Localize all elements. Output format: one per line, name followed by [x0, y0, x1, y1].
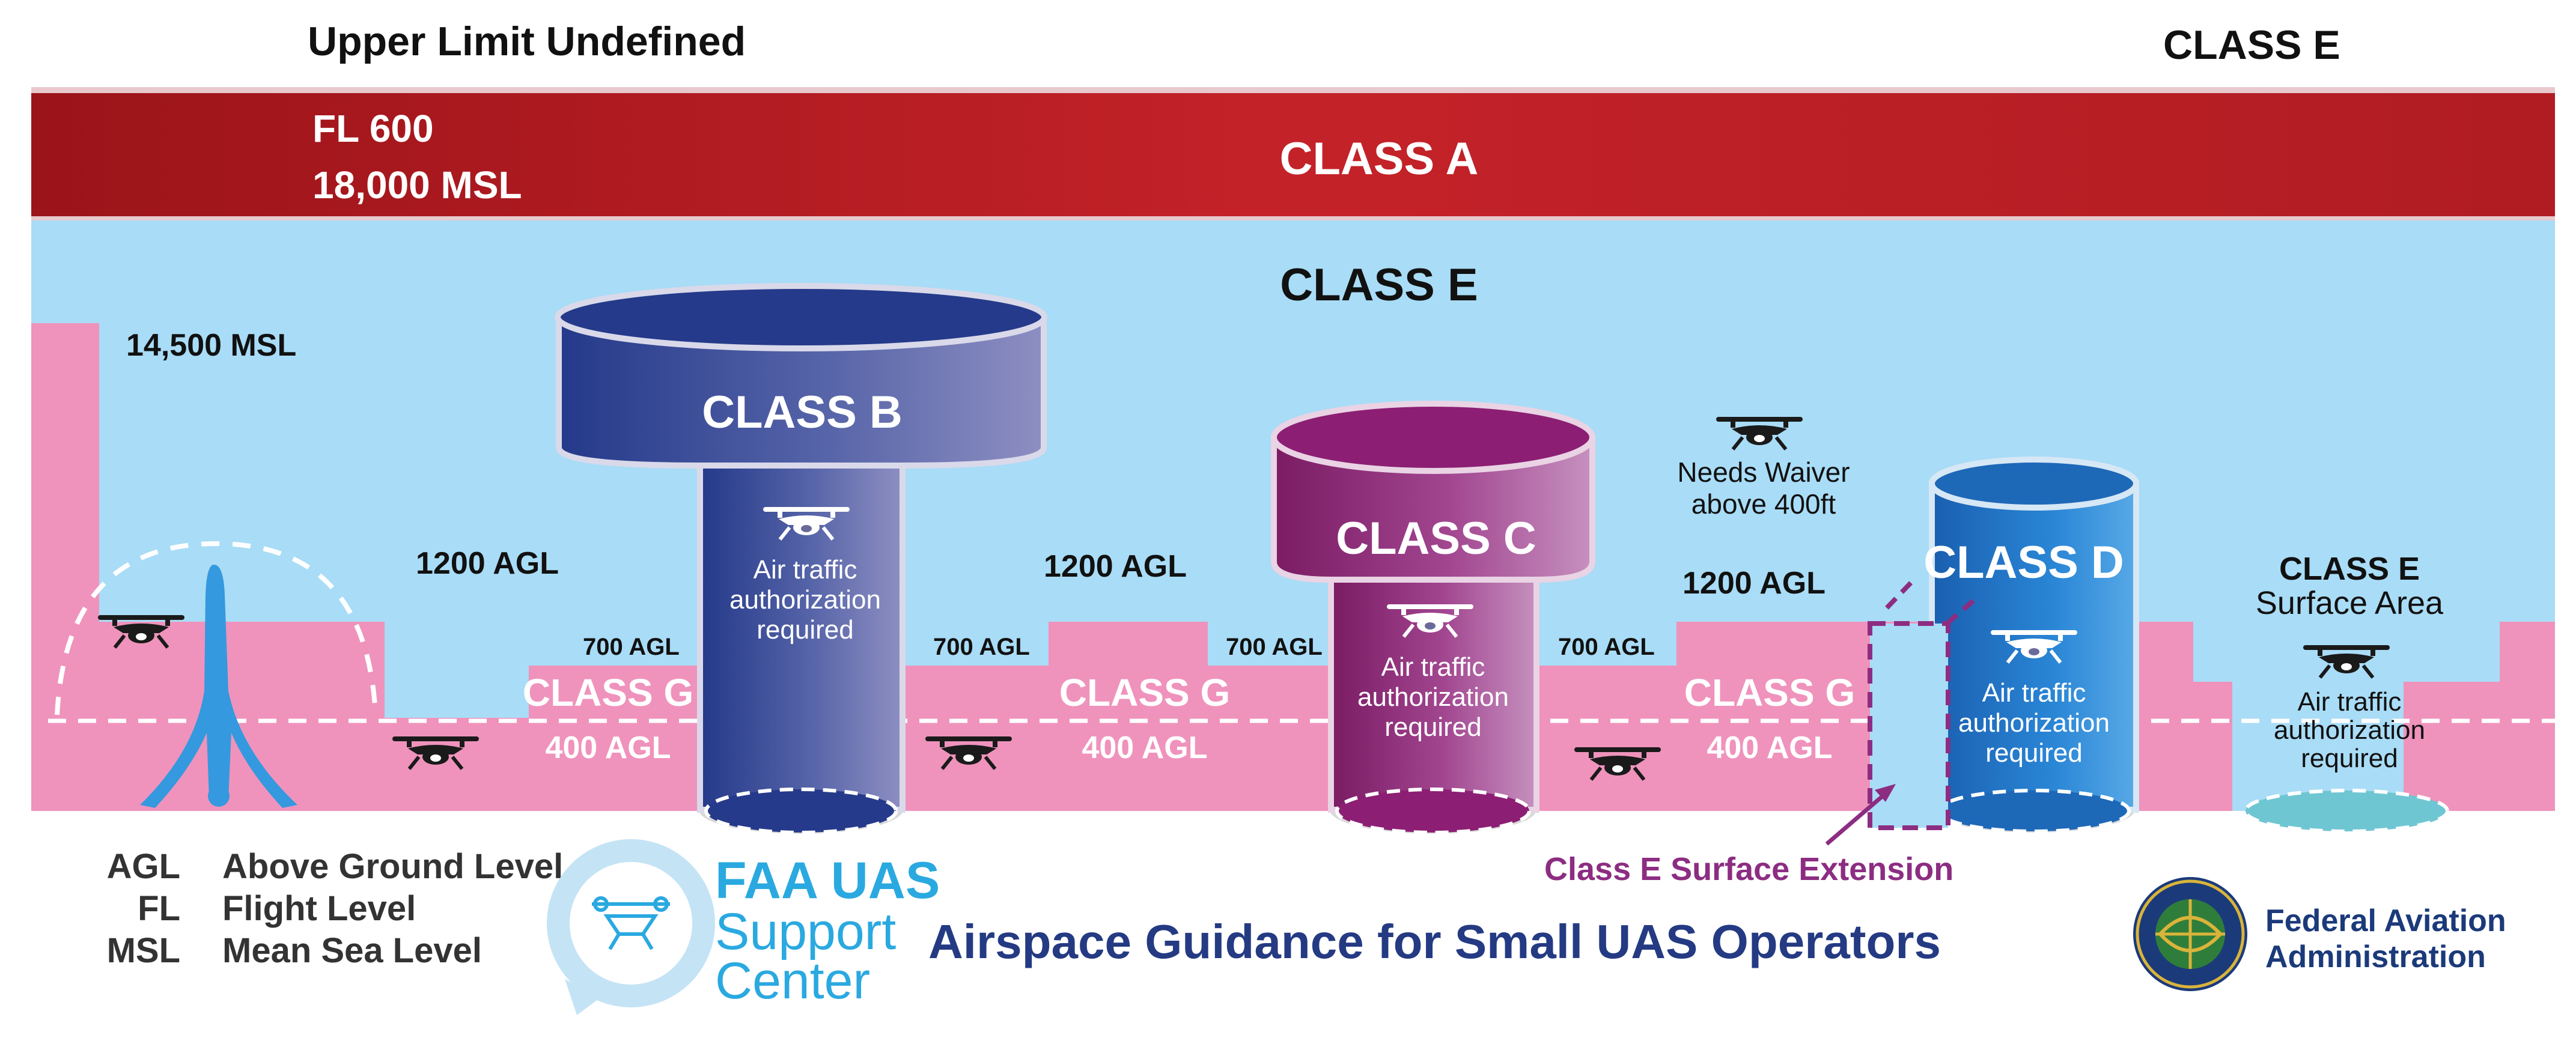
legend-abbr-msl: MSL — [107, 931, 180, 970]
class-e-surface-extension-label: Class E Surface Extension — [1544, 851, 1953, 887]
class-b-note-3: required — [757, 615, 853, 645]
class-d-note-2: authorization — [1958, 708, 2110, 738]
class-b-note-2: authorization — [729, 585, 881, 615]
class-b-note-1: Air traffic — [754, 555, 857, 584]
class-e-surface-note-2: authorization — [2274, 715, 2425, 745]
logo-faa-uas: FAA UAS — [715, 852, 940, 909]
class-c-volume — [1271, 401, 1595, 834]
faa-uas-logo: FAA UAS Support Center — [547, 839, 940, 1015]
agl-700-label-4: 700 AGL — [1558, 634, 1655, 660]
class-d-label: CLASS D — [1923, 537, 2124, 588]
agl-1200-label-1: 1200 AGL — [416, 546, 559, 581]
extension-dashed-top-1 — [1885, 578, 1916, 610]
logo-support: Support — [715, 903, 896, 961]
class-g-ground — [31, 323, 697, 811]
agl-700-label-1: 700 AGL — [583, 634, 680, 660]
class-g-label-1: CLASS G — [523, 671, 693, 714]
logo-center: Center — [715, 952, 870, 1010]
faa-name-line-1: Federal Aviation — [2265, 903, 2506, 938]
extension-pointer — [1825, 788, 1892, 846]
class-c-note-2: authorization — [1357, 682, 1509, 712]
fl-600-label: FL 600 — [312, 107, 434, 150]
agl-400-label-2: 400 AGL — [1082, 730, 1207, 765]
class-a-band — [31, 93, 2555, 216]
waiver-note-1: Needs Waiver — [1677, 457, 1850, 488]
extension-pointer-head — [1875, 784, 1896, 802]
legend: AGL Above Ground Level FL Flight Level M… — [107, 847, 564, 970]
waiver-note-2: above 400ft — [1691, 488, 1836, 520]
class-g-ground-5 — [2404, 622, 2555, 811]
logo-drone-icon — [592, 896, 670, 950]
class-c-note-3: required — [1384, 712, 1481, 742]
class-g-ground-4 — [2121, 622, 2232, 811]
class-d-note-1: Air traffic — [1982, 678, 2086, 708]
class-g-label-2: CLASS G — [1059, 671, 1230, 714]
agl-400-label-3: 400 AGL — [1707, 730, 1832, 765]
faa-seal-logo — [2133, 877, 2247, 991]
class-d-note-3: required — [1985, 738, 2082, 768]
agl-700-label-3: 700 AGL — [1226, 634, 1323, 660]
class-e-surface-label: CLASS E — [2279, 551, 2420, 587]
class-e-surface-sublabel: Surface Area — [2256, 585, 2444, 621]
upper-limit-label: Upper Limit Undefined — [308, 19, 746, 64]
msl-14500-label: 14,500 MSL — [126, 328, 296, 363]
msl-18000-label: 18,000 MSL — [312, 163, 522, 207]
legend-meaning-fl: Flight Level — [222, 889, 416, 928]
legend-abbr-agl: AGL — [107, 847, 180, 886]
tower-icon — [140, 565, 297, 808]
tower-coverage-arc — [55, 541, 378, 715]
class-g-label-3: CLASS G — [1684, 671, 1855, 714]
class-b-volume — [555, 283, 1047, 834]
class-e-label: CLASS E — [1280, 260, 1478, 311]
class-e-surface-area — [2244, 789, 2449, 833]
agl-400-label-1: 400 AGL — [545, 730, 671, 765]
footer-title: Airspace Guidance for Small UAS Operator… — [928, 915, 1941, 968]
agl-1200-label-3: 1200 AGL — [1682, 566, 1825, 601]
agl-1200-label-2: 1200 AGL — [1044, 549, 1187, 584]
class-g-ground-2 — [901, 622, 1331, 811]
extension-dashed-top-2 — [1945, 595, 1979, 626]
class-e-surface-note-1: Air traffic — [2298, 687, 2402, 717]
class-c-note-1: Air traffic — [1381, 652, 1485, 682]
class-e-top-label: CLASS E — [2163, 22, 2340, 68]
class-a-label: CLASS A — [1280, 133, 1479, 184]
class-b-label: CLASS B — [702, 387, 903, 438]
legend-meaning-agl: Above Ground Level — [222, 847, 563, 886]
legend-meaning-msl: Mean Sea Level — [222, 931, 482, 970]
legend-abbr-fl: FL — [138, 889, 180, 928]
agl-700-label-2: 700 AGL — [933, 634, 1030, 660]
class-e-surface-note-3: required — [2301, 744, 2398, 773]
faa-name-line-2: Administration — [2265, 939, 2486, 974]
class-c-label: CLASS C — [1336, 513, 1536, 564]
